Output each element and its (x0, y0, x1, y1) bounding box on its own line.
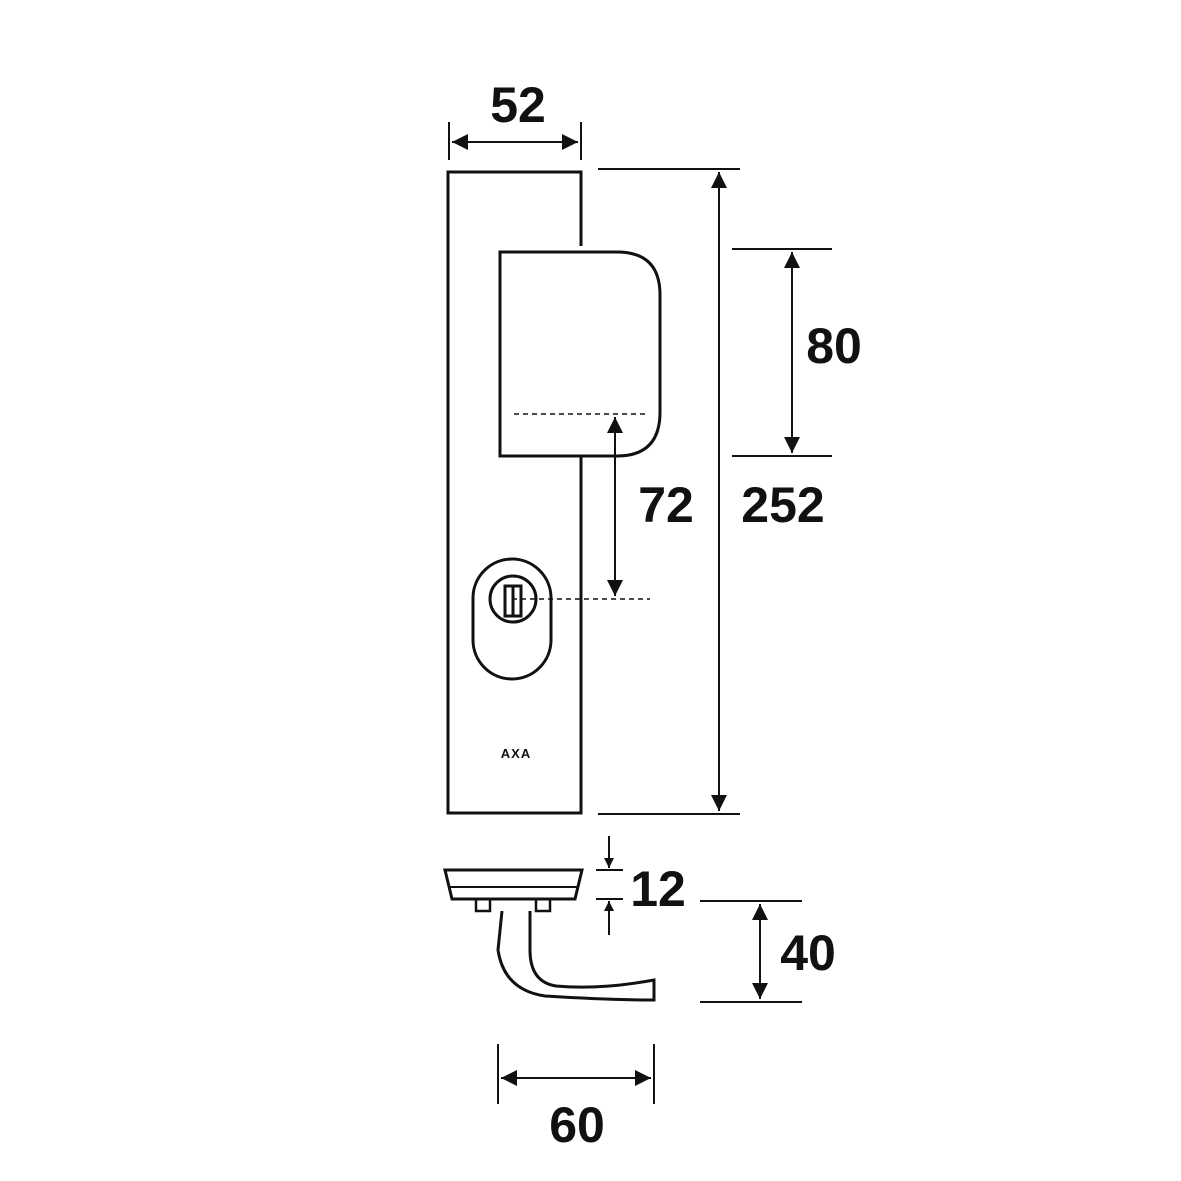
dimension-plate-width (448, 122, 582, 160)
back-plate-outline (446, 170, 583, 815)
cylinder-escutcheon (471, 557, 553, 681)
escutcheon-outline (471, 557, 553, 681)
cylinder-circle (488, 574, 538, 624)
dimension-label-center-distance: 72 (638, 477, 694, 533)
dimension-label-handle-projection: 40 (780, 925, 836, 981)
handle-side-profile (496, 910, 656, 1002)
rose-side-profile (443, 868, 584, 901)
rose-foot-right (534, 897, 552, 913)
dimension-handle-projection (700, 900, 802, 1003)
brand-logo: AXA (501, 746, 531, 761)
dimension-label-rose-thickness: 12 (630, 861, 686, 917)
dimension-rose-thickness (596, 836, 623, 935)
dimension-handle-length (497, 1044, 655, 1104)
dimension-handle-height (732, 248, 832, 457)
handle-grip (498, 250, 662, 458)
dimension-plate-height (598, 168, 740, 815)
dimension-label-plate-height: 252 (741, 477, 824, 533)
back-plate (446, 170, 583, 815)
dimension-label-handle-height: 80 (806, 318, 862, 374)
dimension-label-handle-length: 60 (549, 1097, 605, 1153)
rose-foot-left (474, 897, 492, 913)
dimension-label-plate-width: 52 (490, 77, 546, 133)
side-view (443, 868, 656, 1002)
